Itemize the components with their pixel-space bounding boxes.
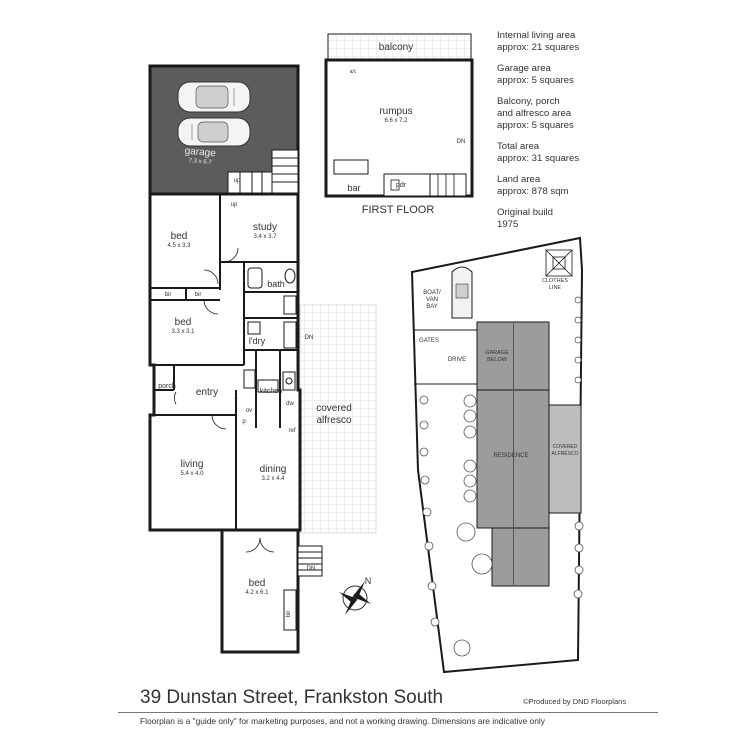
build-year-label: Original build <box>497 207 553 218</box>
compass-north-label: N <box>365 576 372 586</box>
bir-label-3: bir <box>286 611 292 618</box>
garage-dims: 7.3 x 6.7 <box>188 158 212 166</box>
garage-stairs <box>227 149 299 195</box>
rear-stairs <box>297 545 323 577</box>
bir-label-1: bir <box>165 292 172 298</box>
dn-label-1: DN <box>305 335 314 341</box>
bed3-dims: 4.2 x 6.1 <box>245 590 269 596</box>
up-label-1: up <box>234 178 241 184</box>
area-summary: Internal living area approx: 21 squares … <box>497 30 737 240</box>
bed1-dims: 4.5 x 3.3 <box>167 243 191 249</box>
oven-label: ov <box>246 408 252 414</box>
footer-divider <box>118 712 658 713</box>
disclaimer-text: Floorplan is a "guide only" for marketin… <box>140 716 545 726</box>
producer-credit: ©Produced by DND Floorplans <box>523 697 627 706</box>
gates-label: GATES <box>419 338 439 344</box>
bed1-label: bed <box>171 231 188 242</box>
up-label-2: up <box>231 202 238 208</box>
boat-bay-label-1: BOAT/ <box>423 290 441 296</box>
first-floor-dn-label: DN <box>457 139 466 145</box>
total-area-value: approx: 31 squares <box>497 153 580 164</box>
land-area-value: approx: 878 sqm <box>497 186 569 197</box>
garden-shrubs <box>419 296 584 657</box>
bir-label-2: bir <box>195 292 202 298</box>
aircon-label: a/c <box>350 69 357 75</box>
entry-label: entry <box>196 387 218 398</box>
laundry-label: l'dry <box>249 336 266 346</box>
garage-area-value: approx: 5 squares <box>497 75 574 86</box>
boat-bay-label-2: VAN <box>426 297 438 303</box>
porch-label: porch <box>158 383 176 390</box>
first-floor-title: FIRST FLOOR <box>362 204 435 216</box>
garage-label: garage <box>184 146 216 160</box>
total-area-label: Total area <box>497 141 540 152</box>
site-garage-label-2: BELOW <box>487 357 508 363</box>
drive-label: DRIVE <box>448 357 466 363</box>
bar-label: bar <box>347 183 360 193</box>
site-alfresco-label-1: COVERED <box>553 444 578 450</box>
balcony-area-label: Balcony, porch <box>497 96 560 107</box>
balcony-label: balcony <box>379 42 413 53</box>
rumpus-label: rumpus <box>379 106 412 117</box>
rumpus-dims: 6.6 x 7.2 <box>384 118 408 124</box>
site-plan: BOAT/ VAN BAY CLOTHES LINE GATES DRIVE G… <box>410 236 584 674</box>
balcony-area-value: approx: 5 squares <box>497 120 574 131</box>
dn-label-2: DN <box>307 566 316 572</box>
dishwasher-label: dw <box>286 401 294 407</box>
site-garage-label-1: GARAGE <box>485 350 509 356</box>
balcony-area-label-2: and alfresco area <box>497 108 572 119</box>
fridge-label: ref <box>288 428 295 434</box>
residence-label: RESIDENCE <box>493 453 528 459</box>
balcony-area <box>327 33 472 61</box>
bed3-label: bed <box>249 578 266 589</box>
clothes-line-icon <box>545 249 573 277</box>
compass-icon: N <box>339 576 371 615</box>
study-label: study <box>253 222 277 233</box>
car-top <box>177 81 251 113</box>
living-dims: 5.4 x 4.0 <box>180 471 204 477</box>
clothes-line-label-1: CLOTHES <box>542 278 568 284</box>
property-address: 39 Dunstan Street, Frankston South <box>140 687 444 708</box>
bed2-dims: 3.3 x 3.1 <box>171 329 195 335</box>
site-alfresco-label-2: ALFRESCO <box>552 451 579 457</box>
site-alfresco-roof <box>548 404 582 514</box>
first-floor-plan: balcony a/c rumpus 6.6 x 7.2 DN bar pdr … <box>324 33 474 216</box>
kitchen-label: kitchen <box>260 388 282 395</box>
boat-icon <box>451 266 473 319</box>
internal-area-value: approx: 21 squares <box>497 42 580 53</box>
study-dims: 3.4 x 3.7 <box>253 234 277 240</box>
powder-room-label: pdr <box>396 182 407 189</box>
dining-label: dining <box>260 464 287 475</box>
bath-label: bath <box>267 279 285 289</box>
covered-alfresco-area <box>299 304 377 534</box>
dining-dims: 3.2 x 4.4 <box>261 476 285 482</box>
living-label: living <box>181 459 204 470</box>
car-bottom <box>177 117 251 147</box>
ground-floor-plan: garage 7.3 x 6.7 up up bed 4.5 x 3.3 stu… <box>148 64 377 654</box>
internal-area-label: Internal living area <box>497 30 576 41</box>
build-year-value: 1975 <box>497 219 519 230</box>
boat-bay-label-3: BAY <box>426 304 438 310</box>
alfresco-label-2: alfresco <box>316 415 351 426</box>
bed2-label: bed <box>175 317 192 328</box>
alfresco-label-1: covered <box>316 403 352 414</box>
cupboard-label: c <box>235 396 238 402</box>
clothes-line-label-2: LINE <box>549 285 562 291</box>
land-area-label: Land area <box>497 174 541 185</box>
pantry-label: p <box>242 419 246 425</box>
garage-area-label: Garage area <box>497 63 551 74</box>
